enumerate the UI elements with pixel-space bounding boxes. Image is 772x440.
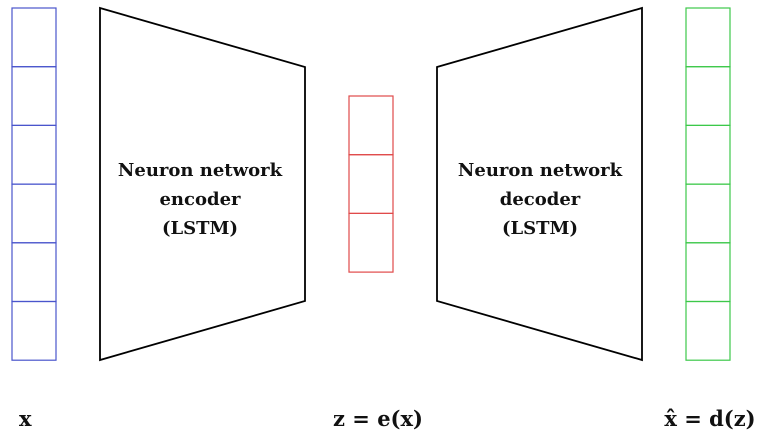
encoder-label-line1: Neuron network (118, 160, 283, 181)
encoder-label-line2: encoder (159, 189, 241, 210)
decoder-label-line3: (LSTM) (502, 218, 578, 239)
latent-vector-cell (348, 154, 394, 214)
latent-vector-cell (348, 95, 394, 156)
latent-vector (348, 95, 394, 273)
output-vector-cell (685, 300, 731, 361)
output-vector-cell (685, 183, 731, 244)
decoder-label-line1: Neuron network (458, 160, 623, 181)
latent-label: z = e(x) (333, 406, 423, 431)
input-label: x (19, 406, 32, 431)
output-vector-cell (685, 124, 731, 185)
input-vector-cell (11, 183, 57, 244)
encoder-trapezoid (99, 6, 306, 362)
latent-vector-cell (348, 212, 394, 273)
input-vector-cell (11, 300, 57, 361)
decoder-label-line2: decoder (500, 189, 581, 210)
output-vector (685, 7, 731, 361)
decoder-block: Neuron network decoder (LSTM) (436, 6, 643, 362)
input-vector (11, 7, 57, 361)
output-vector-cell (685, 66, 731, 126)
decoder-trapezoid (436, 6, 643, 362)
encoder-label-line3: (LSTM) (162, 218, 238, 239)
encoder-block: Neuron network encoder (LSTM) (99, 6, 306, 362)
input-vector-cell (11, 242, 57, 303)
input-vector-cell (11, 124, 57, 185)
output-label: x̂ = d(z) (664, 406, 755, 431)
input-vector-cell (11, 66, 57, 126)
output-vector-cell (685, 242, 731, 303)
output-vector-cell (685, 7, 731, 68)
input-vector-cell (11, 7, 57, 68)
